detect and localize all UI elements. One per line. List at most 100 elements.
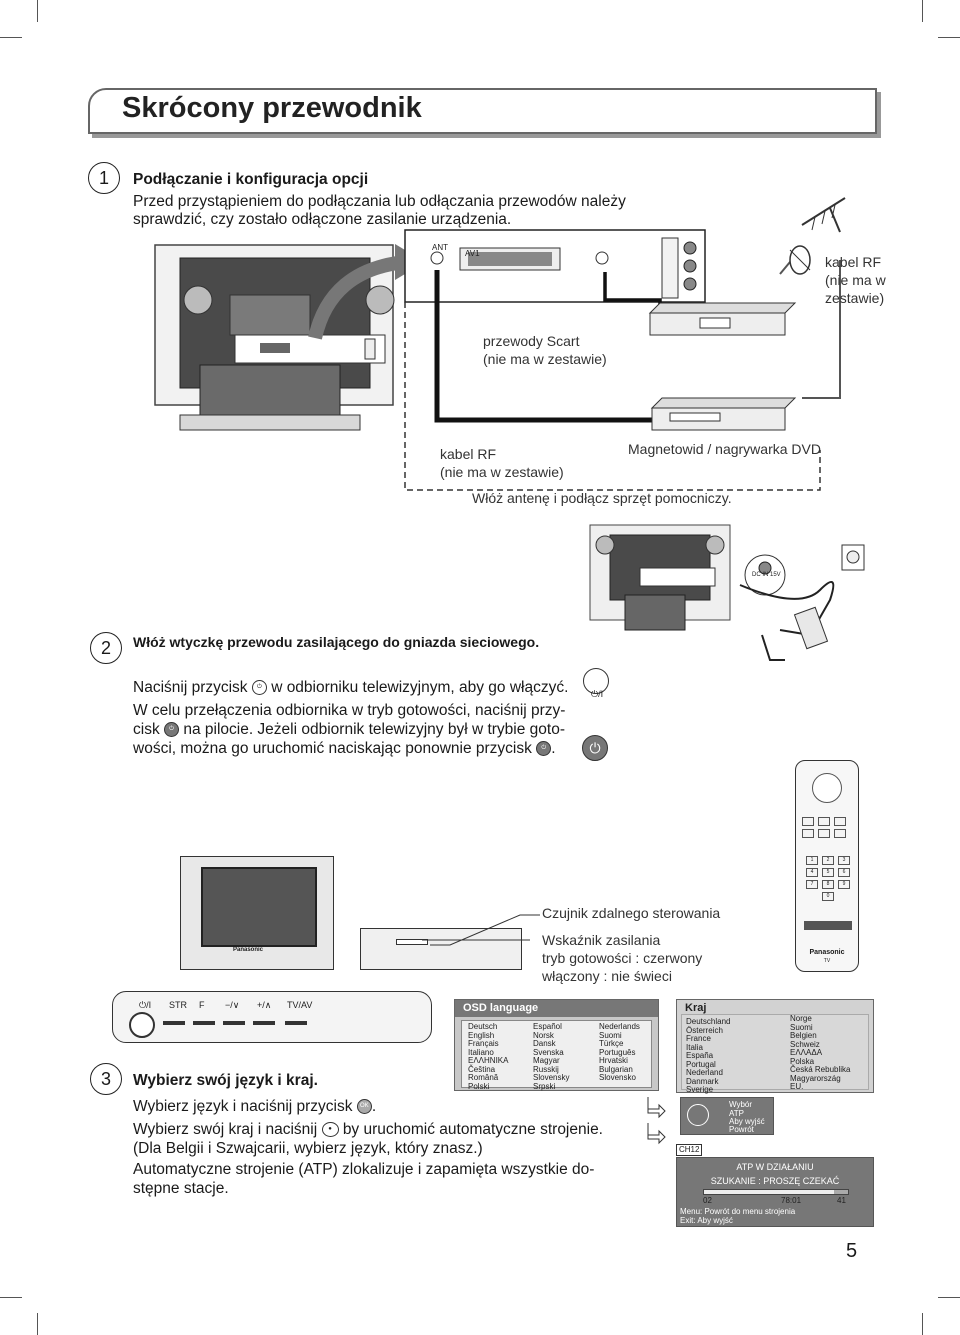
- country-option[interactable]: Österreich: [686, 1025, 723, 1035]
- tv-front-illustration: Panasonic: [180, 856, 334, 970]
- country-option[interactable]: Italia: [686, 1042, 703, 1052]
- progress-start: 02: [703, 1196, 712, 1205]
- language-option[interactable]: Nederlands: [599, 1022, 640, 1031]
- remote-power-icon: ⏻: [536, 741, 552, 757]
- language-option[interactable]: Deutsch: [468, 1022, 498, 1031]
- country-option[interactable]: Česká Rebublika: [790, 1065, 851, 1074]
- panel-btn-label: −/∨: [225, 1000, 240, 1010]
- language-option[interactable]: Hrvatski: [599, 1056, 628, 1065]
- tv-screen: [201, 867, 317, 947]
- ok-button-icon: ●: [321, 1122, 339, 1138]
- country-col1: Deutschland Österreich France Italia Esp…: [686, 1017, 731, 1095]
- hint-back: Powrót: [729, 1125, 754, 1134]
- panel-btn-label: TV/AV: [287, 1000, 313, 1010]
- country-option[interactable]: Nederland: [686, 1068, 723, 1077]
- step3-line5: stępne stacje.: [133, 1180, 229, 1197]
- label-rf-bottom-1: kabel RF: [440, 446, 497, 462]
- step3-line2-before: Wybierz swój kraj i naciśnij: [133, 1121, 318, 1138]
- hint-select: Wybór: [729, 1100, 753, 1109]
- language-option[interactable]: Français: [468, 1039, 499, 1048]
- label-indicator-2: tryb gotowości : czerwony: [542, 950, 703, 966]
- remote-digit-7: 7: [806, 880, 818, 889]
- crop-mark: [37, 1313, 38, 1335]
- country-option[interactable]: Polska: [790, 1056, 815, 1066]
- language-option[interactable]: Slovensko: [599, 1073, 636, 1082]
- country-option[interactable]: EU.: [790, 1082, 804, 1091]
- language-option[interactable]: ΕΛΛΗΝΙΚΑ: [468, 1056, 509, 1065]
- menu-hint: Menu: Powrót do menu strojenia: [680, 1207, 796, 1216]
- step2-heading: Włóż wtyczkę przewodu zasilającego do gn…: [133, 634, 540, 650]
- language-option[interactable]: Română: [468, 1073, 499, 1082]
- remote-button: [834, 817, 846, 826]
- label-rf-top-2: (nie ma w: [825, 272, 886, 288]
- remote-digit-0: 0: [822, 892, 834, 901]
- language-option[interactable]: English: [468, 1030, 495, 1040]
- page-title-box: Skrócony przewodnik: [88, 88, 877, 134]
- language-option[interactable]: Suomi: [599, 1030, 622, 1040]
- language-option[interactable]: Magyar: [533, 1056, 560, 1065]
- country-option[interactable]: Schweiz: [790, 1039, 820, 1049]
- country-option[interactable]: Belgien: [790, 1031, 817, 1040]
- label-remote-sensor: Czujnik zdalnego sterowania: [542, 905, 721, 921]
- language-option[interactable]: Español: [533, 1022, 562, 1031]
- hint-atp: ATP: [729, 1109, 744, 1118]
- language-option[interactable]: Português: [599, 1047, 636, 1057]
- country-option[interactable]: Portugal: [686, 1059, 716, 1069]
- language-option[interactable]: Bulgarian: [599, 1064, 633, 1074]
- osd-language-col1: Deutsch English Français Italiano ΕΛΛΗΝΙ…: [468, 1022, 509, 1091]
- country-option[interactable]: Suomi: [790, 1022, 813, 1032]
- step2-p1: Naciśnij przycisk ⏻ w odbiorniku telewiz…: [133, 678, 568, 697]
- language-option[interactable]: Srpski: [533, 1081, 556, 1091]
- country-option[interactable]: ΕΛΛΑΔΑ: [790, 1048, 823, 1057]
- country-option[interactable]: Sverige: [686, 1085, 714, 1094]
- remote-sub-label: TV: [823, 958, 831, 964]
- label-indicator-1: Wskaźnik zasilania: [542, 932, 661, 948]
- country-option[interactable]: Danmark: [686, 1076, 719, 1086]
- country-option[interactable]: Norge: [790, 1014, 812, 1023]
- step3-heading: Wybierz swój język i kraj.: [133, 1072, 318, 1089]
- language-option[interactable]: Svenska: [533, 1047, 564, 1057]
- country-col2: Norge Suomi Belgien Schweiz ΕΛΛΑΔΑ Polsk…: [790, 1014, 851, 1092]
- remote-navigation-pad: [812, 773, 842, 803]
- tv-power-button-icon: [583, 668, 609, 694]
- language-option[interactable]: Polski: [468, 1081, 490, 1091]
- language-option[interactable]: Norsk: [533, 1030, 554, 1040]
- panel-btn-label: +/∧: [257, 1000, 272, 1010]
- label-scart-1: przewody Scart: [483, 333, 580, 349]
- country-option[interactable]: España: [686, 1051, 714, 1060]
- remote-digit-4: 4: [806, 868, 818, 877]
- remote-digit-2: 2: [822, 856, 834, 865]
- country-option[interactable]: France: [686, 1034, 711, 1043]
- language-option[interactable]: Türkçe: [599, 1039, 624, 1048]
- tv-rear-small-illustration: [589, 524, 731, 631]
- label-instruction: Włóż antenę i podłącz sprzęt pomocniczy.: [472, 490, 732, 506]
- label-rf-bottom-2: (nie ma w zestawie): [440, 464, 564, 480]
- progress-end: 41: [837, 1196, 846, 1205]
- language-option[interactable]: Italiano: [468, 1047, 494, 1057]
- flow-arrow-icon: [647, 1097, 666, 1145]
- crop-mark: [0, 37, 22, 38]
- remote-digit-1: 1: [806, 856, 818, 865]
- atp-progress-bar: [703, 1189, 849, 1195]
- panel-str-button: [163, 1021, 185, 1025]
- remote-button: [816, 921, 828, 930]
- step1-heading: Podłączanie i konfiguracja opcji: [133, 171, 369, 188]
- osd-language-col3: Nederlands Suomi Türkçe Português Hrvats…: [599, 1022, 640, 1083]
- remote-digit-6: 6: [838, 868, 850, 877]
- language-option[interactable]: Russkij: [533, 1064, 559, 1074]
- navigation-hint-box: Wybór ATP Aby wyjść Powrót: [680, 1097, 774, 1135]
- channel-indicator: CH12: [676, 1144, 702, 1156]
- language-option[interactable]: Dansk: [533, 1039, 556, 1048]
- language-option[interactable]: Čeština: [468, 1064, 496, 1074]
- country-menu: Kraj Deutschland Österreich France Itali…: [676, 999, 874, 1095]
- panel-down-button: [223, 1021, 245, 1025]
- step-number-1: 1: [88, 162, 120, 194]
- country-option[interactable]: Deutschland: [686, 1017, 731, 1026]
- panel-btn-label: ⏻/I: [139, 1000, 152, 1010]
- remote-control: 1 2 3 4 5 6 7 8 9 0 Panasonic TV: [795, 760, 859, 972]
- panel-btn-label: F: [199, 1000, 205, 1010]
- crop-mark: [938, 1297, 960, 1298]
- remote-button: [828, 921, 840, 930]
- language-option[interactable]: Slovensky: [533, 1073, 570, 1082]
- country-option[interactable]: Magyarország: [790, 1073, 841, 1083]
